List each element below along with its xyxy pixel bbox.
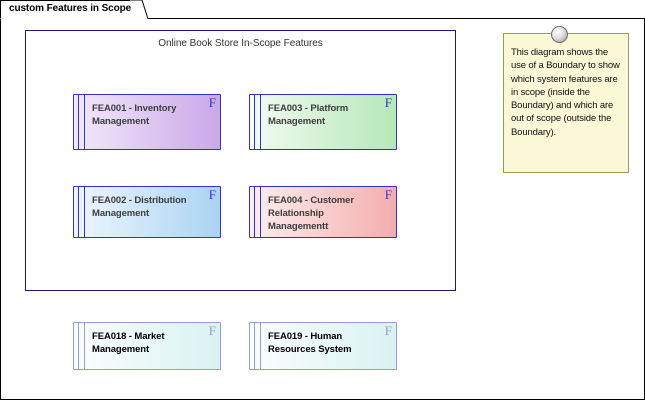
- feature-label: FEA019 - Human Resources System: [268, 331, 352, 355]
- feature-marker-icon: F: [208, 187, 216, 202]
- note-pin-icon: [551, 26, 568, 43]
- feature-fea018[interactable]: FEA018 - Market Management F: [73, 322, 223, 372]
- feature-bar-icon: [254, 187, 261, 237]
- note-text: This diagram shows the use of a Boundary…: [511, 47, 620, 138]
- boundary-title: Online Book Store In-Scope Features: [158, 38, 323, 49]
- diagram-note[interactable]: This diagram shows the use of a Boundary…: [503, 33, 631, 175]
- feature-marker-icon: F: [384, 187, 392, 202]
- feature-label: FEA004 - Customer Relationship Managemen…: [268, 195, 354, 232]
- feature-label: FEA018 - Market Management: [92, 331, 165, 355]
- feature-bar-icon: [254, 323, 261, 369]
- feature-bar-icon: [78, 323, 85, 369]
- feature-marker-icon: F: [384, 95, 392, 110]
- feature-marker-icon: F: [208, 323, 216, 338]
- feature-marker-icon: F: [384, 323, 392, 338]
- feature-label: FEA003 - Platform Management: [268, 103, 349, 127]
- feature-fea004[interactable]: FEA004 - Customer Relationship Managemen…: [249, 186, 399, 240]
- feature-fea019[interactable]: FEA019 - Human Resources System F: [249, 322, 399, 372]
- feature-label: FEA002 - Distribution Management: [92, 195, 187, 219]
- tab-body: [0, 0, 131, 19]
- tab-slant-edge: [130, 0, 148, 19]
- feature-marker-icon: F: [208, 95, 216, 110]
- feature-label: FEA001 - Inventory Management: [92, 103, 177, 127]
- feature-fea001[interactable]: FEA001 - Inventory Management F: [73, 94, 223, 152]
- feature-bar-icon: [78, 187, 85, 237]
- feature-fea003[interactable]: FEA003 - Platform Management F: [249, 94, 399, 152]
- feature-bar-icon: [254, 95, 261, 149]
- tab-label: custom Features in Scope: [9, 3, 132, 14]
- boundary-in-scope[interactable]: Online Book Store In-Scope Features: [25, 30, 456, 291]
- feature-fea002[interactable]: FEA002 - Distribution Management F: [73, 186, 223, 240]
- feature-bar-icon: [78, 95, 85, 149]
- diagram-tab[interactable]: custom Features in Scope: [0, 0, 148, 19]
